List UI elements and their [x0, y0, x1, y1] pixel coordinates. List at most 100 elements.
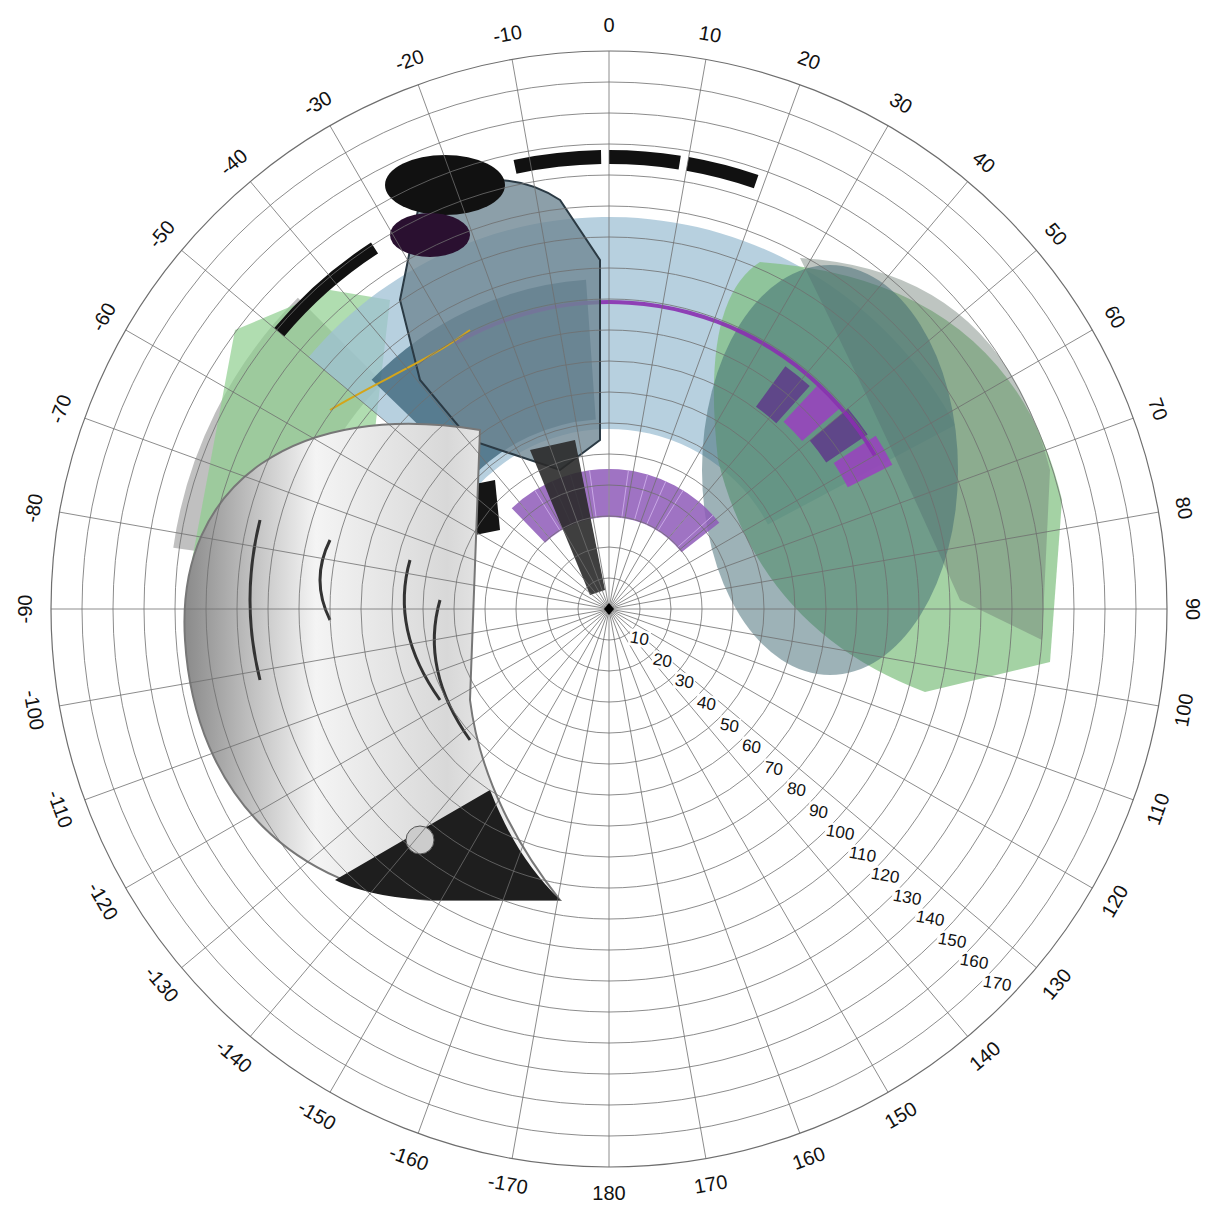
elevation-label: 100: [824, 822, 857, 844]
azimuth-label: -90: [15, 595, 35, 624]
azimuth-label: -110: [44, 787, 76, 830]
azimuth-line: [609, 51, 610, 609]
azimuth-label: 180: [592, 1183, 625, 1203]
elevation-label: 150: [936, 929, 969, 951]
elevation-label: 30: [673, 672, 697, 692]
hatch: [406, 826, 434, 854]
cable: [330, 330, 470, 410]
azimuth-label: 60: [1101, 302, 1129, 331]
azimuth-line: [51, 609, 609, 610]
azimuth-line: [250, 609, 609, 1036]
azimuth-line: [609, 85, 800, 609]
azimuth-line: [609, 609, 706, 1159]
azimuth-line: [59, 512, 609, 609]
azimuth-label: 110: [1143, 790, 1173, 827]
node-shadow: [335, 790, 560, 900]
azimuth-line: [609, 609, 968, 1036]
azimuth-line: [85, 609, 609, 800]
azimuth-line: [609, 609, 1133, 800]
polar-grid: [51, 51, 1167, 1167]
azimuth-line: [418, 85, 609, 609]
azimuth-label: -80: [22, 492, 47, 524]
elevation-label: 40: [695, 693, 719, 713]
azimuth-label: 120: [1098, 882, 1132, 921]
azimuth-label: -160: [387, 1142, 431, 1174]
elevation-label: 20: [650, 650, 674, 670]
azimuth-line: [609, 609, 888, 1092]
azimuth-label: 80: [1172, 495, 1196, 520]
handrail: [434, 600, 470, 740]
azimuth-label: 10: [698, 22, 723, 46]
azimuth-label: -120: [85, 879, 122, 924]
panel-seam: [634, 474, 647, 520]
azimuth-label: 40: [969, 147, 999, 177]
azimuth-line: [182, 250, 609, 609]
azimuth-label: 20: [795, 47, 823, 73]
panel-seam: [646, 481, 666, 525]
solar-array: [512, 469, 720, 552]
azimuth-line: [609, 250, 1036, 609]
dock-shadow: [385, 155, 505, 215]
elevation-label: 120: [869, 865, 902, 887]
azimuth-label: 0: [603, 15, 614, 35]
azimuth-line: [182, 609, 609, 968]
elevation-label: 70: [762, 758, 786, 778]
azimuth-line: [609, 609, 1036, 968]
azimuth-label: -50: [145, 216, 179, 251]
elevation-label: 160: [958, 951, 991, 973]
elevation-label: 140: [913, 908, 946, 930]
elevation-ring: [51, 51, 1167, 1167]
azimuth-line: [85, 418, 609, 609]
azimuth-line: [609, 609, 1167, 610]
handrail: [320, 540, 330, 620]
azimuth-line: [609, 609, 1159, 706]
azimuth-label: 140: [965, 1038, 1003, 1075]
azimuth-label: 150: [882, 1098, 921, 1132]
azimuth-line: [512, 59, 609, 609]
azimuth-label: -10: [492, 22, 524, 47]
azimuth-label: 90: [1183, 598, 1203, 620]
azimuth-label: 130: [1038, 965, 1075, 1003]
azimuth-line: [126, 609, 609, 888]
azimuth-line: [330, 126, 609, 609]
azimuth-line: [126, 330, 609, 609]
azimuth-label: -150: [295, 1096, 340, 1133]
azimuth-line: [609, 126, 888, 609]
elevation-label: 130: [891, 886, 924, 908]
elevation-label: 60: [740, 736, 764, 756]
azimuth-line: [250, 182, 609, 609]
azimuth-label: -100: [21, 689, 48, 732]
elevation-label: 90: [807, 801, 831, 821]
handrail: [250, 520, 260, 680]
azimuth-label: -30: [299, 87, 334, 119]
azimuth-line: [609, 609, 610, 1167]
azimuth-label: 160: [790, 1143, 828, 1173]
elevation-label: 170: [980, 972, 1013, 994]
azimuth-line: [609, 330, 1092, 609]
elevation-label: 110: [847, 843, 879, 865]
elevation-label: 50: [717, 715, 741, 735]
azimuth-label: -140: [212, 1036, 256, 1077]
illustration: [173, 150, 1062, 900]
azimuth-line: [609, 512, 1159, 609]
azimuth-label: 100: [1171, 692, 1196, 728]
radiator-shadow: [702, 265, 958, 675]
elevation-label: 10: [628, 629, 652, 649]
azimuth-label: 50: [1042, 219, 1072, 249]
azimuth-line: [330, 609, 609, 1092]
azimuth-label: 170: [692, 1171, 728, 1196]
solar-panel: [834, 436, 893, 488]
azimuth-label: 70: [1145, 395, 1171, 423]
center-mark: [604, 603, 614, 615]
black-arc: [609, 150, 681, 169]
azimuth-line: [609, 609, 800, 1133]
azimuth-line: [59, 609, 609, 706]
panel-seam: [622, 470, 629, 518]
azimuth-label: 30: [886, 89, 915, 117]
azimuth-line: [609, 418, 1133, 609]
panel-seam: [590, 470, 597, 518]
black-arc: [686, 157, 758, 188]
azimuth-line: [609, 182, 968, 609]
